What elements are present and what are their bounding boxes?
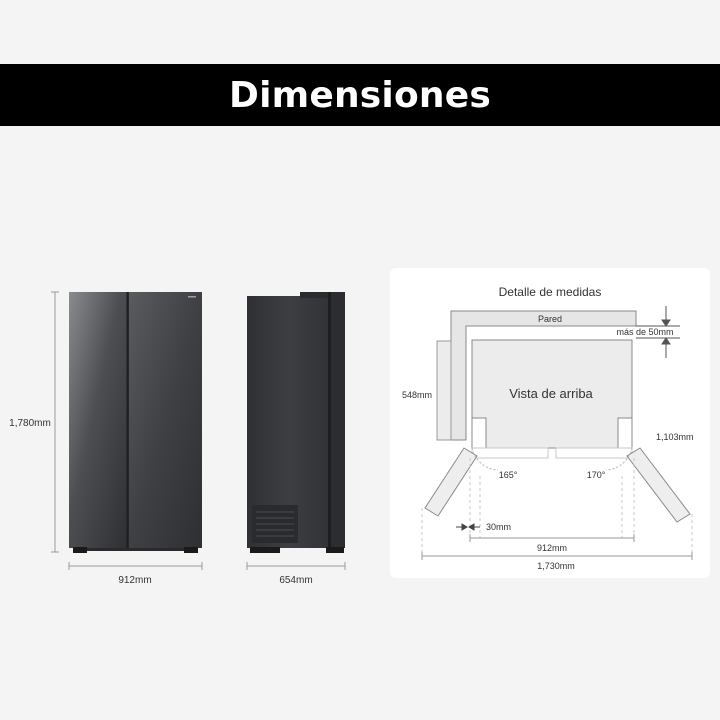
clearance-indicator xyxy=(636,306,680,358)
open-depth-label: 1,103mm xyxy=(656,432,694,442)
swing-arc-right xyxy=(605,447,633,471)
open-door-left xyxy=(424,447,478,517)
open-door-right xyxy=(626,447,691,523)
open-width-dimension xyxy=(421,552,693,560)
depth-label: 548mm xyxy=(402,390,432,400)
fridge-foot-right xyxy=(184,547,198,553)
title-banner: Dimensiones xyxy=(0,64,720,126)
front-height-label: 1,780mm xyxy=(9,418,51,429)
fridge-base xyxy=(87,548,184,551)
fridge-side-handle xyxy=(328,292,331,548)
top-width-dimension xyxy=(469,534,635,542)
front-width-dimension xyxy=(68,562,203,570)
front-width-label: 912mm xyxy=(118,575,151,586)
fridge-side-door xyxy=(331,292,345,548)
fridge-side-top-cap xyxy=(300,292,331,298)
fridge-left-door xyxy=(69,292,127,548)
front-view: 1,780mm 912mm xyxy=(9,291,203,586)
hinge-left xyxy=(471,417,487,449)
side-rear-grill xyxy=(252,505,298,543)
side-foot-front xyxy=(326,547,344,553)
side-depth-label: 654mm xyxy=(279,575,312,586)
side-depth-dimension xyxy=(246,562,346,570)
brand-logo xyxy=(188,296,196,298)
gap-label: 30mm xyxy=(486,522,511,532)
side-wall-left xyxy=(436,340,452,441)
view-label: Vista de arriba xyxy=(509,386,593,401)
hinge-right xyxy=(617,417,633,449)
gap-dimension xyxy=(456,523,480,531)
wall-label: Pared xyxy=(538,314,562,324)
side-foot-rear xyxy=(250,547,280,553)
right-angle-label: 170° xyxy=(587,470,606,480)
swing-arc-left xyxy=(471,447,499,471)
front-height-dimension xyxy=(51,291,59,553)
panel-title: Detalle de medidas xyxy=(499,285,602,299)
left-angle-label: 165° xyxy=(499,470,518,480)
side-view: 654mm xyxy=(246,292,346,586)
clearance-label: más de 50mm xyxy=(616,327,673,337)
fridge-right-door xyxy=(129,292,202,548)
fridge-top-body xyxy=(471,339,633,449)
top-view-panel: Detalle de medidas Pared más de 50mm Vis… xyxy=(390,268,710,578)
fridge-foot-left xyxy=(73,547,87,553)
open-width-label: 1,730mm xyxy=(537,561,575,571)
top-width-label: 912mm xyxy=(537,543,567,553)
page-title: Dimensiones xyxy=(229,74,491,116)
